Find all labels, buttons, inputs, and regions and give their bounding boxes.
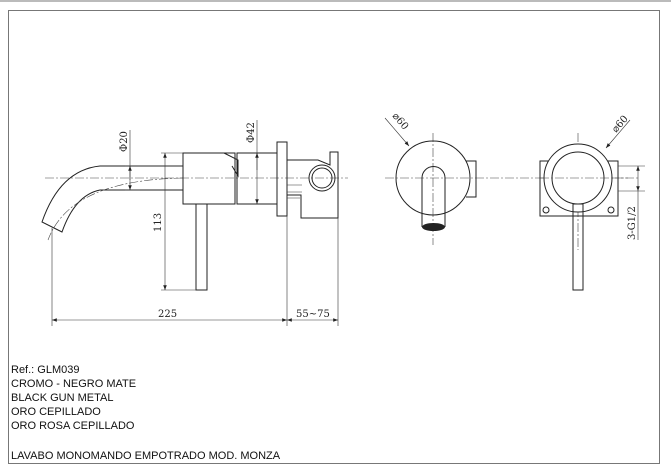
product-name: LAVABO MONOMANDO EMPOTRADO MOD. MONZA (11, 450, 281, 462)
dim-plate-diameter-spout: ⌀60 (390, 111, 410, 132)
finish-item: CROMO - NEGRO MATE (11, 378, 137, 390)
dim-connections: 3-G1/2 (627, 206, 638, 240)
finish-item: BLACK GUN METAL (11, 392, 114, 404)
reference-code: Ref.: GLM039 (11, 364, 80, 376)
finish-item: ORO CEPILLADO (11, 406, 101, 418)
wall-flange (276, 141, 288, 217)
dim-plate-diameter-lever: ⌀60 (610, 114, 631, 135)
front-view-lever: ⌀60 3-G1/2 (539, 114, 645, 291)
drawing-frame (8, 10, 660, 464)
side-view: Φ20 113 Φ42 225 55~75 (41, 120, 348, 326)
dim-length: 225 (158, 309, 177, 320)
dim-height: 113 (153, 213, 164, 232)
dim-depth: 55~75 (296, 309, 330, 320)
dim-spout-diameter: Φ20 (119, 131, 130, 152)
top-divider (0, 0, 671, 2)
finish-item: ORO ROSA CEPILLADO (11, 420, 135, 432)
spout (41, 165, 183, 233)
mixer-body (182, 152, 236, 205)
dim-body-diameter: Φ42 (246, 122, 257, 143)
lever-handle (195, 203, 208, 291)
embedded-box (287, 151, 339, 219)
